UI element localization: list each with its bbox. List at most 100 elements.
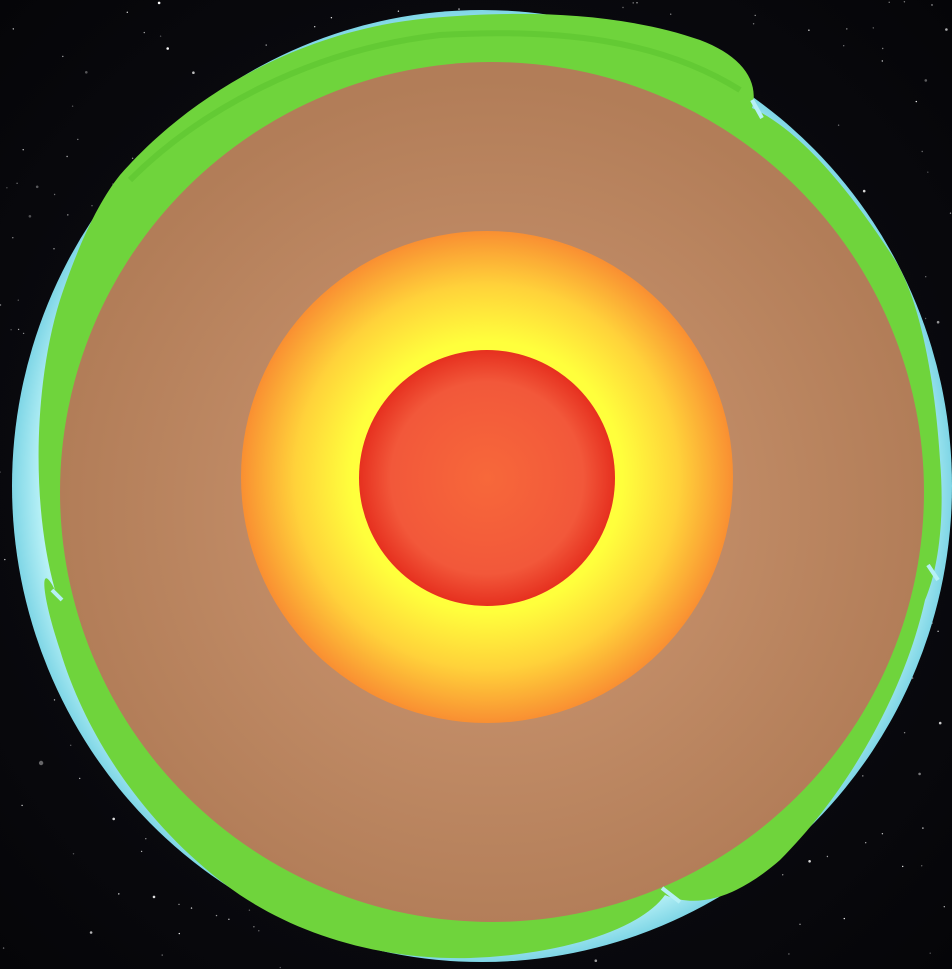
star	[91, 205, 93, 207]
star	[248, 909, 251, 911]
star	[178, 932, 180, 935]
star	[881, 60, 883, 62]
star	[118, 893, 120, 895]
star	[843, 45, 845, 47]
star	[826, 855, 829, 858]
star	[846, 28, 848, 30]
crust-crack-left	[50, 588, 64, 602]
inner-core-layer	[359, 350, 615, 606]
star	[70, 744, 72, 746]
star	[881, 833, 884, 835]
star	[903, 1, 906, 3]
star	[843, 917, 845, 920]
star	[112, 817, 115, 821]
star	[865, 842, 867, 844]
star	[632, 2, 634, 4]
star	[594, 959, 598, 962]
star	[862, 775, 864, 777]
star	[752, 23, 755, 25]
star	[862, 189, 866, 193]
star	[882, 47, 884, 50]
star	[397, 10, 400, 12]
star	[2, 947, 5, 949]
star	[159, 35, 162, 37]
star	[178, 903, 180, 906]
star	[931, 4, 933, 6]
star	[12, 28, 14, 30]
star	[808, 860, 811, 863]
star	[16, 182, 18, 184]
star	[6, 187, 8, 189]
star	[10, 329, 12, 331]
star	[28, 215, 32, 218]
star	[161, 954, 163, 956]
star	[53, 193, 56, 196]
star	[314, 26, 316, 28]
star	[53, 248, 55, 250]
star	[166, 47, 169, 50]
star	[945, 28, 948, 31]
star	[937, 630, 939, 632]
star	[21, 804, 23, 807]
star	[67, 214, 69, 216]
star	[911, 677, 914, 679]
star	[927, 171, 929, 173]
star	[837, 124, 840, 126]
star	[79, 777, 81, 780]
star	[192, 71, 195, 74]
star	[872, 27, 874, 29]
star	[17, 299, 19, 301]
star	[458, 8, 460, 10]
crust-crack-top-right	[750, 99, 764, 119]
star	[53, 699, 56, 701]
star	[924, 79, 928, 82]
star	[636, 2, 638, 4]
star	[228, 918, 230, 920]
star	[253, 926, 255, 928]
star	[915, 100, 917, 103]
star	[265, 44, 267, 46]
star	[924, 317, 927, 320]
star	[902, 865, 904, 868]
star	[126, 11, 128, 13]
star	[22, 149, 24, 151]
star	[938, 721, 942, 725]
star	[62, 55, 64, 58]
star	[215, 914, 218, 917]
crust-crack-bottom-right	[660, 886, 682, 904]
star	[799, 923, 801, 925]
crust-crack-right	[926, 563, 940, 582]
star	[0, 471, 1, 473]
star	[754, 14, 756, 17]
star	[143, 31, 145, 34]
star	[89, 931, 93, 934]
star	[943, 906, 945, 908]
star	[71, 105, 74, 107]
star	[66, 155, 68, 158]
star	[85, 71, 88, 74]
star	[903, 732, 906, 734]
star	[190, 907, 193, 909]
star	[330, 17, 333, 19]
star	[936, 320, 940, 324]
star	[77, 138, 79, 141]
star	[921, 150, 923, 153]
star	[670, 13, 672, 15]
star	[921, 865, 923, 867]
star	[4, 558, 6, 561]
star	[140, 850, 143, 853]
star	[131, 157, 134, 159]
star	[922, 827, 924, 829]
star	[788, 953, 790, 955]
star	[12, 237, 14, 239]
star	[949, 212, 952, 214]
star	[38, 760, 44, 766]
star	[72, 853, 75, 855]
star	[808, 29, 810, 31]
star	[918, 772, 921, 776]
star	[152, 895, 156, 899]
star	[622, 6, 624, 9]
star	[17, 328, 20, 331]
star	[929, 952, 931, 954]
